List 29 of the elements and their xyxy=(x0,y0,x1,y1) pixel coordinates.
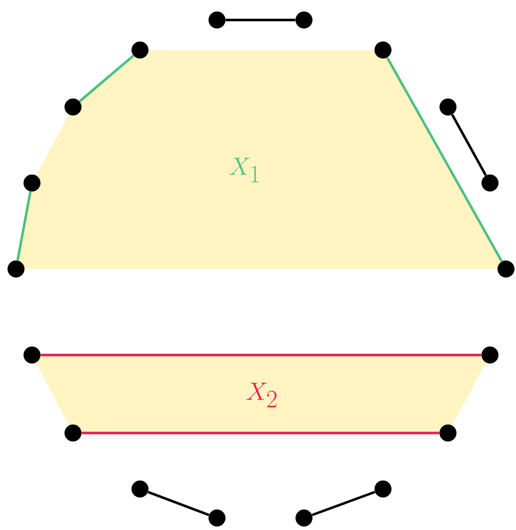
line-segment xyxy=(16,191,32,261)
line-segment xyxy=(451,114,487,176)
dot xyxy=(296,510,312,526)
dot xyxy=(440,98,456,116)
dot xyxy=(64,424,82,442)
dot xyxy=(132,42,148,58)
dot xyxy=(440,424,456,442)
dot xyxy=(374,42,392,58)
line-segment xyxy=(82,432,440,434)
dot xyxy=(208,12,226,28)
line-segment xyxy=(148,490,210,516)
shaded-region: $X_2$ xyxy=(32,355,490,433)
line-segment xyxy=(78,54,134,102)
dot xyxy=(132,480,148,498)
dot xyxy=(24,346,40,364)
line-segment xyxy=(386,56,503,262)
line-segment xyxy=(40,354,482,356)
dot xyxy=(498,260,514,278)
dot xyxy=(482,346,498,364)
line-segment xyxy=(226,18,296,22)
dot xyxy=(64,98,82,116)
dot xyxy=(374,480,392,498)
dot xyxy=(296,12,312,28)
dot xyxy=(208,510,226,526)
shaded-region: $X_1$ xyxy=(16,50,506,269)
dot xyxy=(8,260,24,278)
dot xyxy=(24,174,40,192)
dot xyxy=(482,174,498,192)
line-segment xyxy=(312,490,376,516)
